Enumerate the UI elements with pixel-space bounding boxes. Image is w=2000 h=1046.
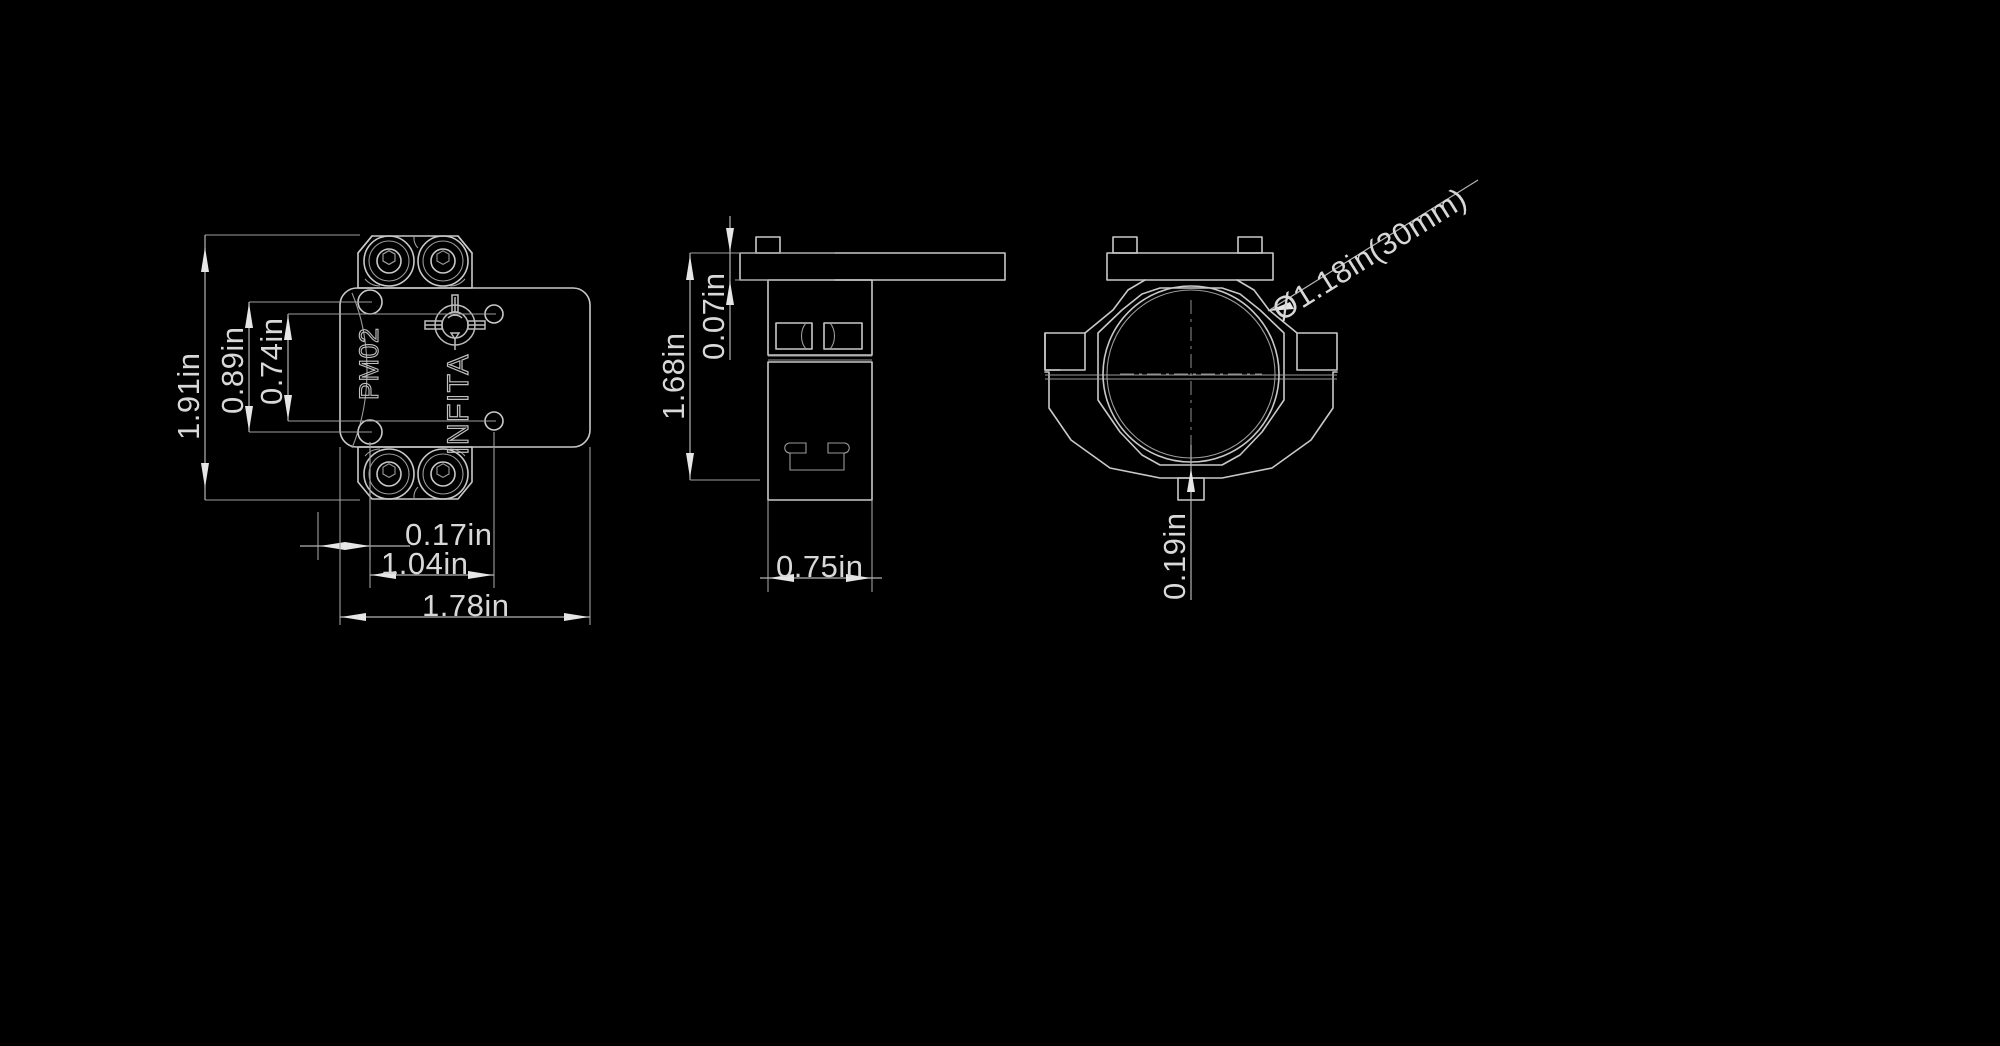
dim-label-0-74in: 0.74in: [254, 318, 289, 405]
dim-front-hole-spacing-outer: 0.89in: [215, 301, 372, 433]
dim-front-hole-spacing-inner: 0.74in: [254, 313, 496, 422]
dim-label-1-91in: 1.91in: [171, 353, 206, 440]
dim-label-0-75in: 0.75in: [776, 549, 863, 584]
dim-end-bore-diameter: Ø1.18in(30mm): [1266, 179, 1479, 328]
dim-front-width-overall: 1.78in: [339, 447, 591, 625]
front-view: PM02 INFITA 1.91in: [171, 234, 591, 625]
dim-label-0-07in: 0.07in: [696, 273, 731, 360]
dim-side-base-width: 0.75in: [760, 500, 882, 592]
crosshair-reticle-icon: [424, 294, 486, 350]
side-split-detail: [768, 322, 872, 361]
part-number-label: PM02: [354, 327, 384, 400]
front-main-body: [339, 287, 591, 448]
dim-side-plate-thickness: 0.07in: [696, 216, 835, 360]
side-top-stud: [755, 236, 781, 254]
end-octagon-body: [1097, 287, 1285, 466]
dim-label-0-17in: 0.17in: [405, 517, 492, 552]
end-bottom-stud: [1177, 477, 1205, 501]
end-center-mark: [1120, 300, 1262, 448]
dim-side-height-total: 1.68in: [656, 252, 760, 481]
brand-label: INFITA: [442, 353, 475, 455]
side-lower-slot-detail: [784, 442, 850, 471]
side-view: 1.68in 0.07in 0.75in: [656, 216, 1006, 592]
dim-label-1-78in: 1.78in: [422, 588, 509, 623]
side-upper-body: [767, 279, 873, 356]
dim-label-1-68in: 1.68in: [656, 333, 691, 420]
side-lower-body: [767, 361, 873, 501]
dim-end-stud-length: 0.19in: [1157, 445, 1195, 600]
end-view: Ø1.18in(30mm) 0.19in: [1044, 179, 1479, 600]
dim-label-0-89in: 0.89in: [215, 327, 250, 414]
side-top-plate: [739, 252, 1006, 281]
dim-front-slot-width: 1.04in: [369, 432, 495, 588]
dim-label-1-04in: 1.04in: [381, 546, 468, 581]
dim-front-height-overall: 1.91in: [171, 234, 360, 501]
front-top-clamp-block: [357, 235, 473, 289]
dim-label-0-19in: 0.19in: [1157, 513, 1192, 600]
end-top-plate-group: [1106, 236, 1274, 281]
dim-label-bore-diameter: Ø1.18in(30mm): [1266, 181, 1473, 328]
